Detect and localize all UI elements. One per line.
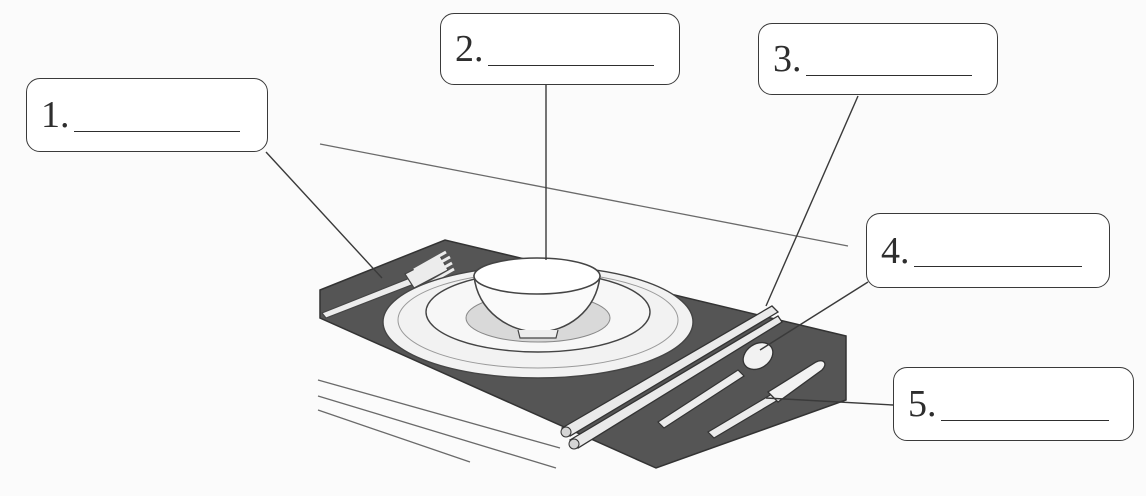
answer-blank-3[interactable] [805, 47, 972, 76]
label-number-2: 2. [455, 28, 484, 70]
bowl [473, 257, 601, 339]
answer-blank-1[interactable] [73, 103, 240, 132]
leader-line-1 [265, 151, 383, 279]
label-box-4: 4. [866, 213, 1110, 288]
spoon [657, 341, 774, 429]
leader-lines [265, 85, 894, 406]
label-number-1: 1. [41, 94, 70, 136]
label-box-2: 2. [440, 13, 680, 85]
label-number-4: 4. [881, 229, 910, 272]
answer-blank-5[interactable] [940, 392, 1109, 421]
leader-line-3 [765, 95, 859, 307]
label-box-5: 5. [893, 367, 1134, 441]
label-box-3: 3. [758, 23, 998, 95]
label-number-3: 3. [773, 38, 802, 80]
answer-blank-4[interactable] [913, 238, 1082, 267]
answer-blank-2[interactable] [487, 37, 654, 66]
leader-line-4 [759, 281, 869, 351]
leader-line-5 [765, 397, 894, 406]
chopsticks [560, 305, 783, 450]
label-box-1: 1. [26, 78, 268, 152]
knife [707, 360, 826, 439]
fork [321, 250, 455, 319]
table-edge-lines [317, 143, 849, 469]
label-number-5: 5. [908, 383, 937, 425]
